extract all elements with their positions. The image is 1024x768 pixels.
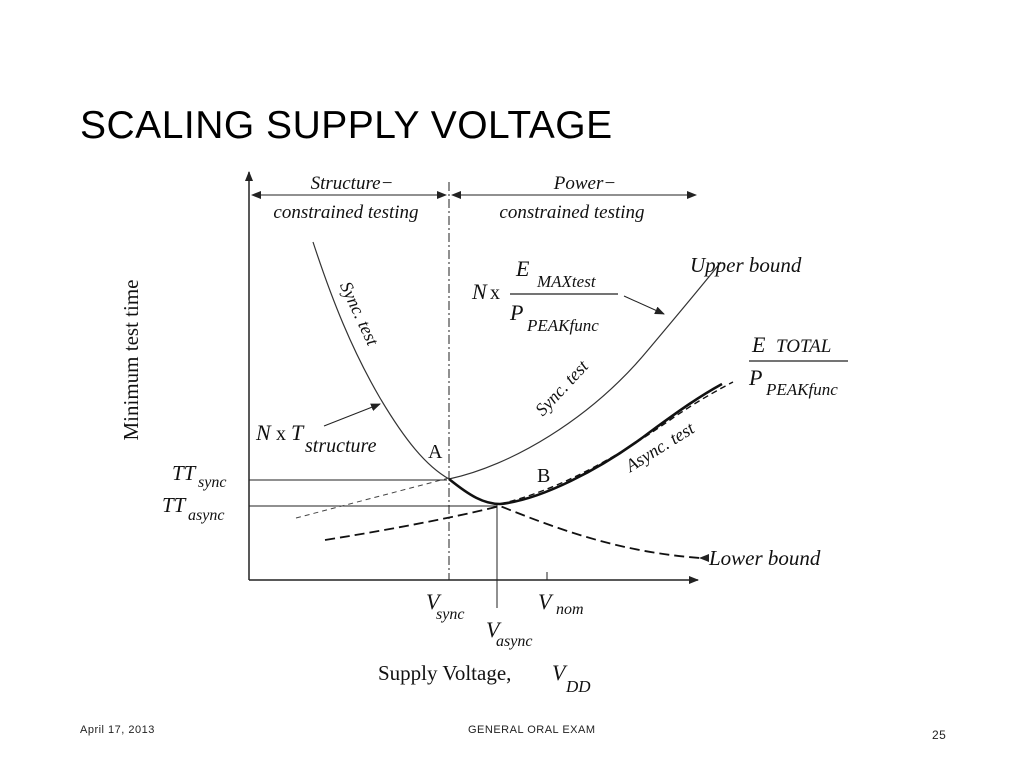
tt-sync-main: TT (172, 461, 197, 485)
upper-bound-curve (448, 261, 722, 480)
x-axis-label-sub: DD (565, 677, 591, 696)
v-nom-sub: nom (556, 601, 584, 618)
sync-test-label-right: Sync. test (531, 356, 593, 420)
region-left-label-1: Structure− (311, 173, 394, 194)
tstructure-times: x (276, 423, 286, 445)
y-axis-label: Minimum test time (119, 280, 143, 441)
sync-dashed-extension (295, 477, 450, 519)
point-a-label: A (428, 441, 443, 463)
lower-bound-curve (324, 505, 701, 559)
page-number: 25 (932, 728, 947, 742)
emax-formula: N x E MAXtest P PEAKfunc (471, 256, 618, 335)
tstructure-formula-arrow (323, 403, 381, 427)
etotal-num-main: E (751, 332, 766, 357)
tstructure-main: T (291, 420, 305, 445)
x-axis-label: Supply Voltage, V DD (378, 660, 591, 696)
v-sync-sub: sync (436, 606, 464, 623)
emax-num-main: E (515, 256, 530, 281)
v-nom-main: V (538, 589, 554, 614)
footer-title: GENERAL ORAL EXAM (468, 724, 596, 736)
lower-bound-label: Lower bound (708, 546, 821, 570)
x-axis-label-text: Supply Voltage, (378, 661, 517, 685)
etotal-num-sub: TOTAL (776, 336, 831, 357)
tt-sync-sub: sync (198, 474, 226, 491)
sync-test-label-left: Sync. test (336, 278, 383, 349)
emax-den-sub: PEAKfunc (526, 316, 599, 335)
tstructure-sub: structure (305, 435, 377, 457)
tt-async-main: TT (162, 493, 187, 517)
v-async-sub: async (496, 633, 532, 650)
v-sync-label: V sync (426, 589, 464, 623)
etotal-formula: E TOTAL P PEAKfunc (748, 332, 848, 399)
region-right-label-2: constrained testing (499, 202, 644, 223)
etotal-den-sub: PEAKfunc (765, 380, 838, 399)
v-async-main: V (486, 617, 502, 642)
tstructure-formula: N x T structure (255, 420, 377, 457)
footer-date: April 17, 2013 (80, 724, 155, 736)
total-energy-dashed-line (499, 381, 734, 505)
tt-sync-label: TT sync (172, 461, 226, 491)
region-left-label-2: constrained testing (273, 202, 418, 223)
tt-async-label: TT async (162, 493, 224, 524)
v-async-label: V async (486, 617, 532, 650)
structure-time-curve (312, 241, 450, 480)
tstructure-n: N (255, 420, 272, 445)
v-sync-main: V (426, 589, 442, 614)
tt-async-sub: async (188, 507, 224, 524)
emax-num-sub: MAXtest (536, 272, 597, 291)
etotal-den-main: P (748, 365, 762, 390)
emax-times: x (490, 282, 500, 304)
slide-title: SCALING SUPPLY VOLTAGE (80, 104, 613, 147)
emax-formula-arrow (623, 295, 665, 315)
v-nom-label: V nom (538, 589, 584, 618)
emax-n: N (471, 279, 488, 304)
x-axis-label-symbol: V (552, 660, 568, 685)
region-right-label-1: Power− (553, 173, 616, 194)
async-test-curve (448, 382, 723, 506)
emax-den-main: P (509, 300, 523, 325)
upper-bound-label: Upper bound (690, 253, 802, 277)
point-b-label: B (537, 465, 550, 487)
